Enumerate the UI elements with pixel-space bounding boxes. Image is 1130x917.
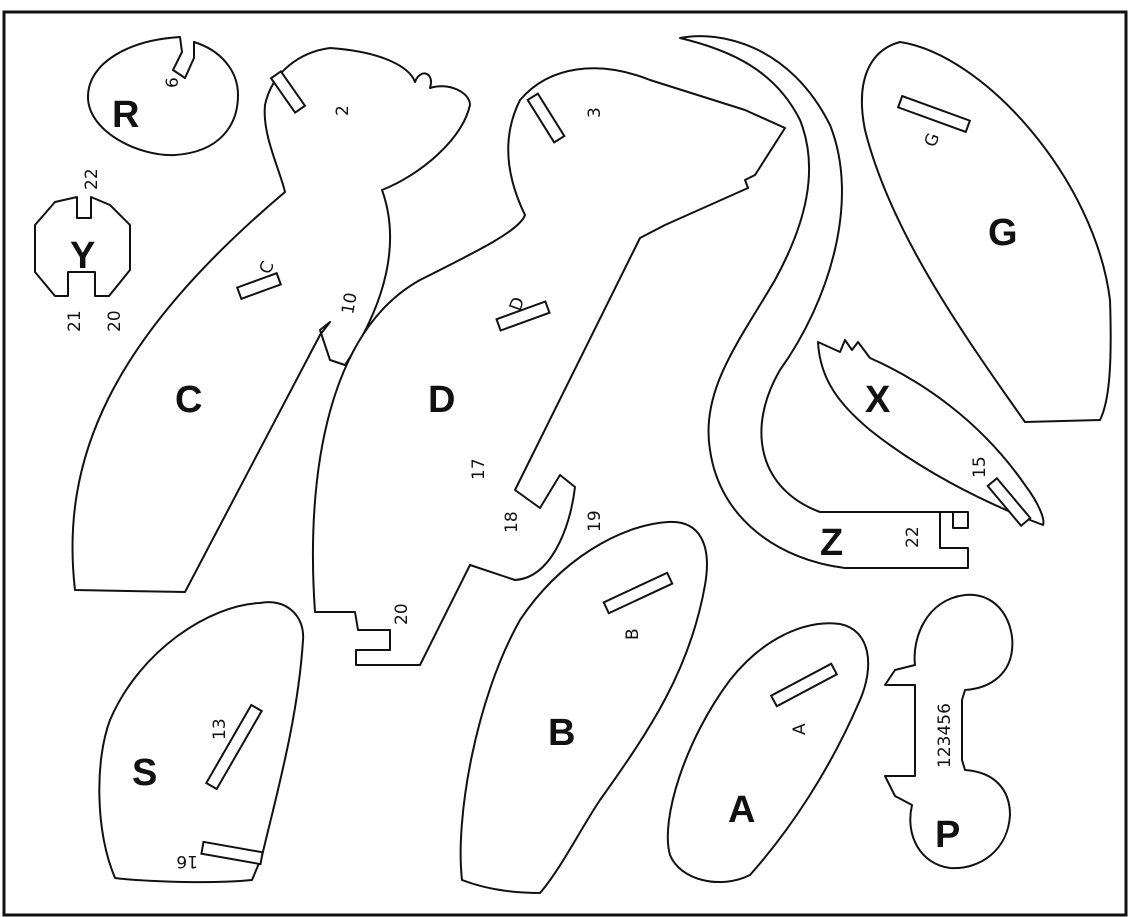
piece-z: 22 Z — [679, 35, 969, 569]
piece-d-label-3: 3 — [585, 107, 605, 118]
piece-c-letter: C — [175, 379, 202, 421]
piece-b: B B — [459, 520, 708, 894]
piece-b-letter: B — [548, 712, 575, 754]
piece-g: G G — [860, 41, 1112, 423]
piece-d-letter: D — [428, 379, 455, 421]
piece-s: 13 16 S — [98, 601, 305, 884]
piece-a-letter: A — [728, 789, 755, 831]
piece-z-slot-label: 22 — [903, 526, 923, 548]
piece-c-label-10: 10 — [338, 291, 361, 316]
piece-x-slot-label: 15 — [970, 456, 990, 478]
piece-s-letter: S — [132, 752, 157, 794]
piece-b-mark: B — [623, 628, 643, 640]
piece-g-letter: G — [988, 212, 1018, 254]
piece-d: 3 D 17 18 19 20 D — [311, 67, 786, 666]
piece-c-label-2: 2 — [333, 105, 353, 116]
piece-a: A A — [666, 622, 870, 883]
sheet-border — [2, 10, 1128, 917]
piece-y-right-label: 20 — [105, 310, 125, 332]
piece-y-left-label: 21 — [65, 310, 85, 332]
piece-a-mark: A — [790, 723, 810, 735]
piece-p: 123456 P — [884, 593, 1014, 870]
piece-y-letter: Y — [70, 235, 95, 277]
piece-r-letter: R — [112, 94, 139, 136]
piece-p-mark: 123456 — [935, 703, 955, 768]
piece-y: 22 21 20 Y — [34, 168, 131, 332]
piece-g-mark: G — [921, 130, 944, 149]
piece-d-label-20: 20 — [392, 603, 412, 625]
piece-c: 2 C 10 C — [71, 47, 471, 593]
piece-s-label-16: 16 — [176, 851, 198, 871]
piece-x: 15 X — [817, 339, 1045, 528]
piece-x-letter: X — [865, 379, 891, 421]
piece-d-label-17: 17 — [469, 458, 489, 480]
piece-r-slot-label: 6 — [163, 77, 183, 88]
piece-z-letter: Z — [820, 522, 843, 564]
piece-d-label-19: 19 — [585, 510, 605, 532]
piece-r: 6 R — [87, 36, 239, 157]
piece-s-label-13: 13 — [210, 718, 230, 740]
piece-d-mark: D — [506, 295, 529, 314]
piece-p-letter: P — [935, 814, 960, 856]
piece-d-label-18: 18 — [502, 511, 522, 533]
piece-y-top-label: 22 — [82, 168, 102, 190]
